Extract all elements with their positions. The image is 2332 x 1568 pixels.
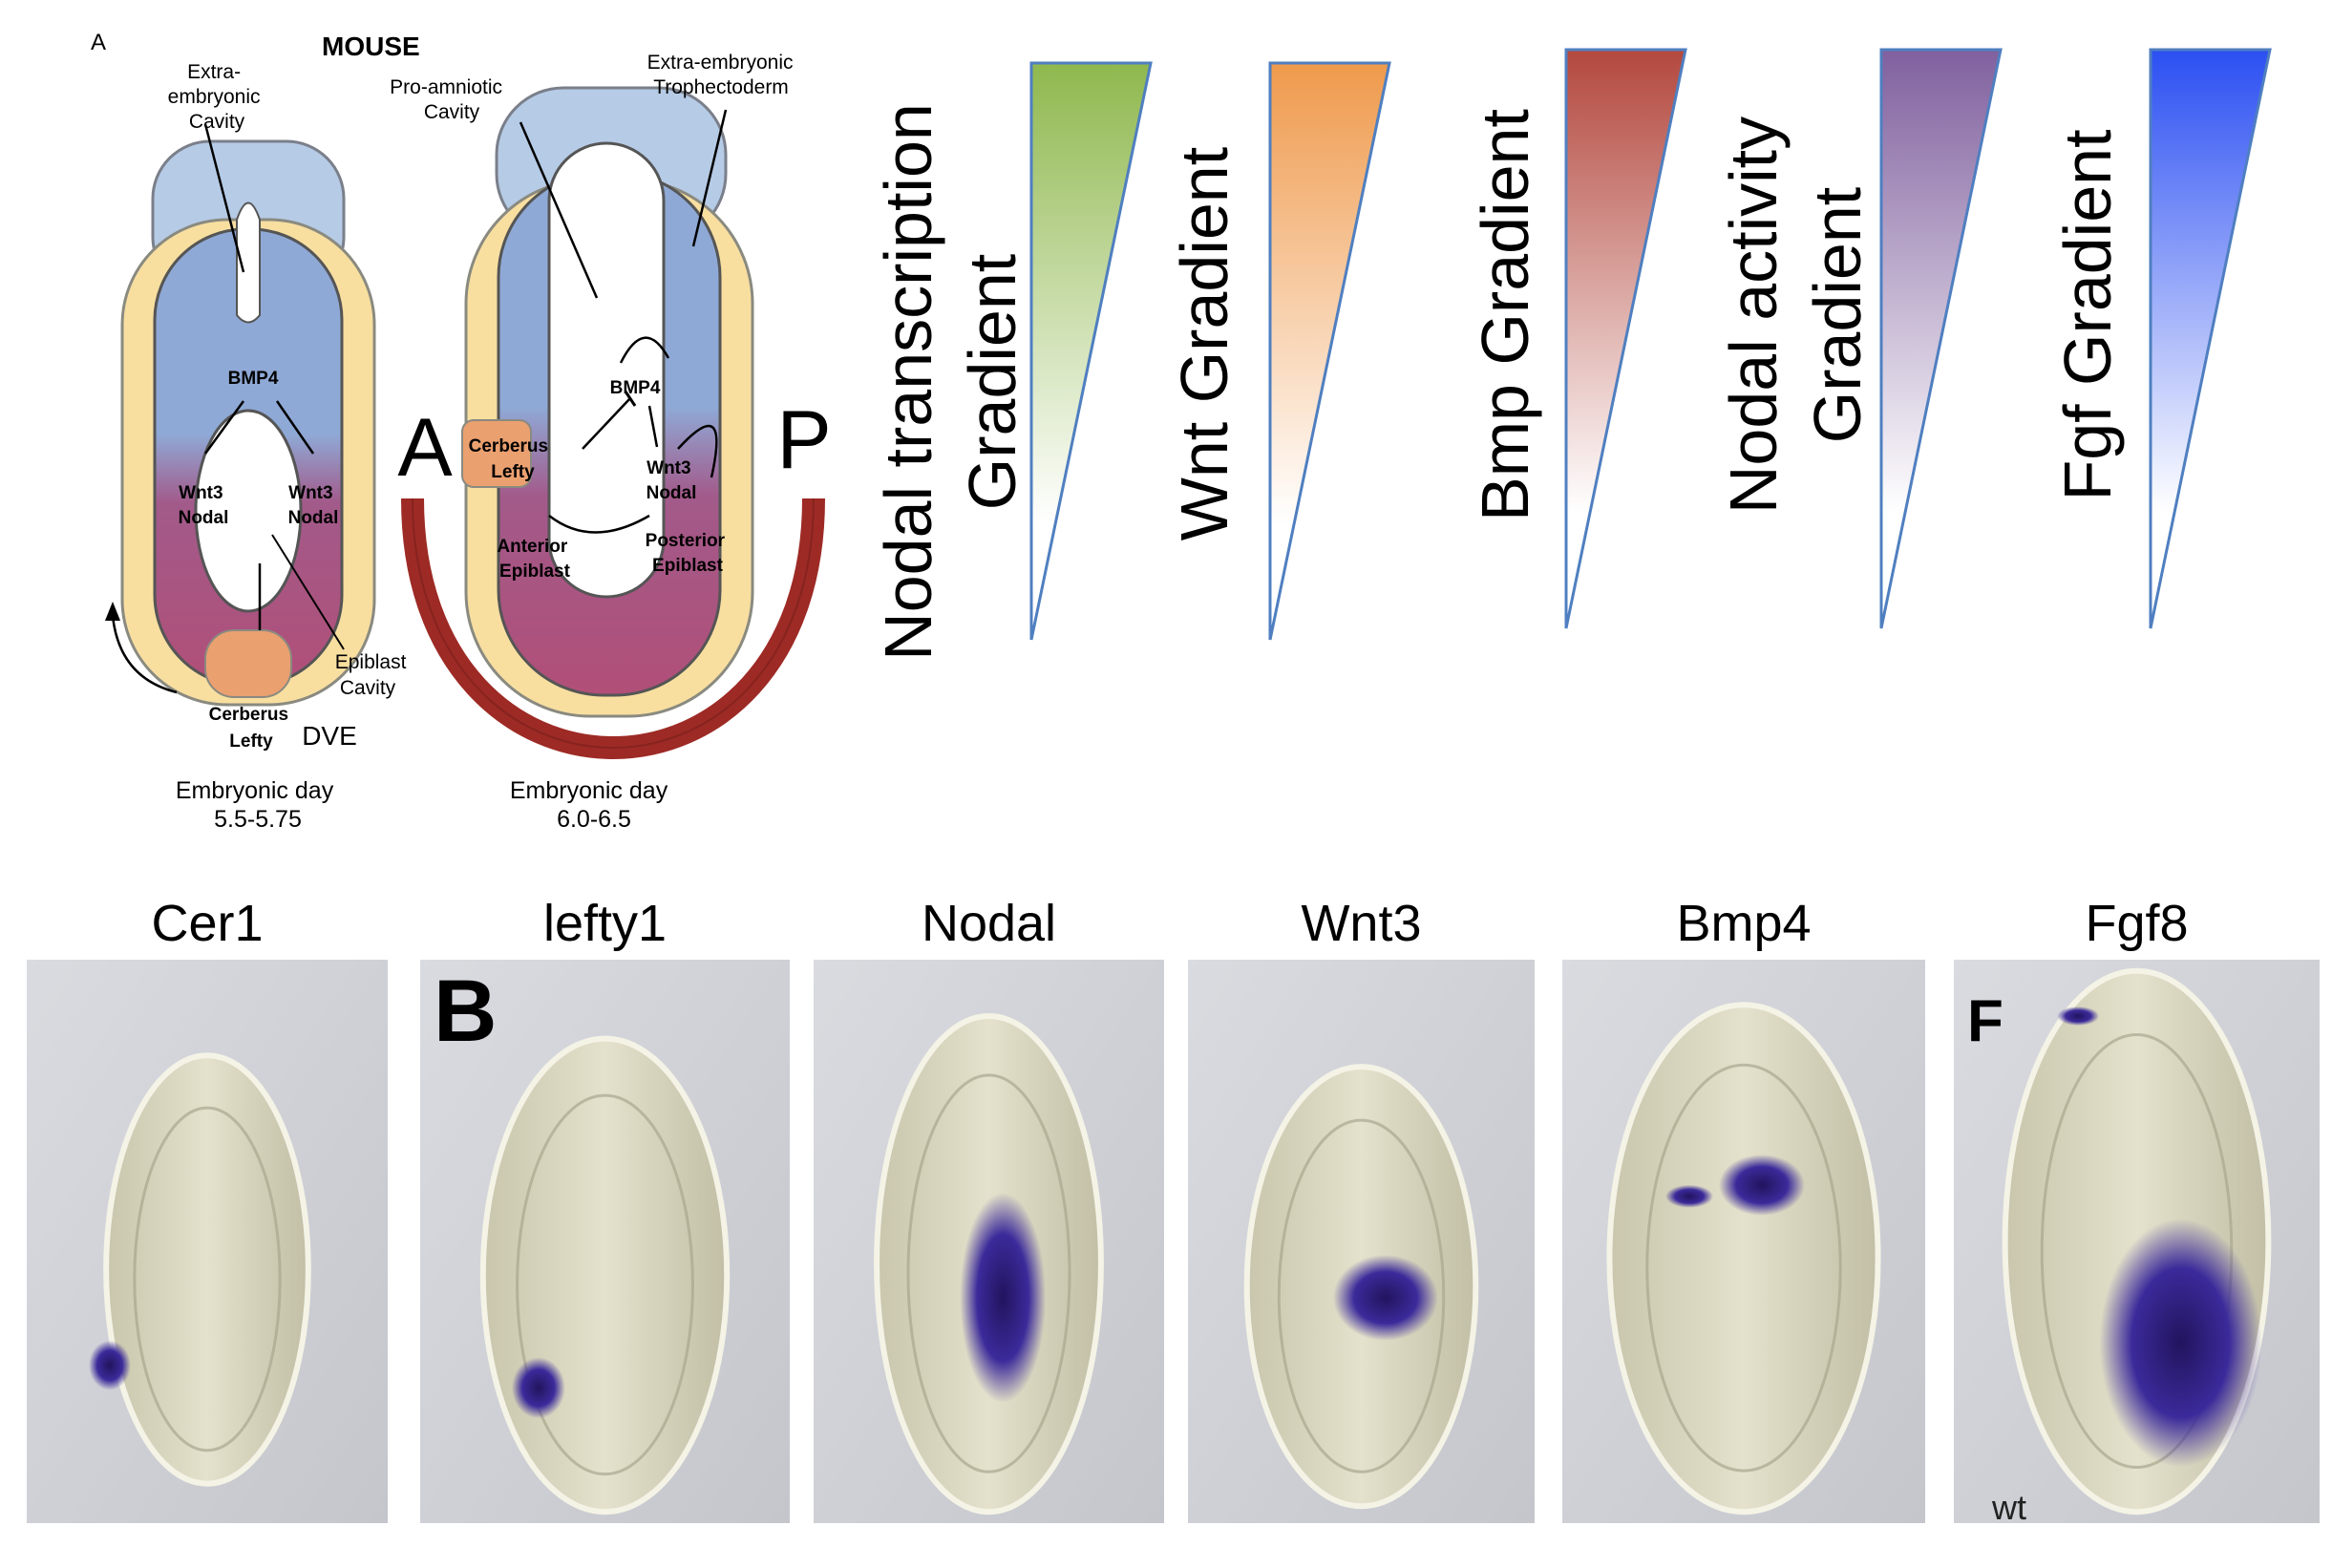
embryo-diagram-panel: A MOUSE Extra- embryonic Cavity BMP4 — [91, 30, 832, 833]
in-situ-photo: Bmp4 — [1562, 895, 1925, 1523]
photo-panel-letter: F — [1967, 988, 2003, 1054]
photo-title: Cer1 — [151, 895, 263, 952]
gradient-wedge-group: Fgf Gradient — [2050, 48, 2272, 629]
label-early-cerberus-lefty: Cerberus Lefty — [209, 705, 294, 752]
expression-stain — [1719, 1155, 1805, 1216]
early-epiblast-cavity — [194, 409, 303, 613]
label-late-cerberus-lefty: Cerberus Lefty — [469, 436, 554, 482]
photo-title: Bmp4 — [1676, 895, 1811, 952]
late-proamniotic-cavity — [547, 141, 666, 599]
photo-title: Fgf8 — [2085, 895, 2188, 952]
label-early-wnt3-nodal-left: Wnt3 Nodal — [179, 483, 229, 528]
panel-label-a: A — [91, 30, 106, 55]
embryo-specimen — [1606, 1002, 1881, 1515]
expression-stain — [2099, 1218, 2262, 1468]
expression-stain — [511, 1357, 565, 1419]
label-trophectoderm: Extra-embryonic Trophectoderm — [647, 52, 799, 98]
axis-label-posterior: P — [776, 394, 831, 486]
label-late-stage: Embryonic day 6.0-6.5 — [510, 777, 674, 833]
expression-stain — [88, 1340, 131, 1390]
early-extraembryonic-cavity — [236, 201, 261, 324]
late-ave — [461, 419, 532, 488]
label-early-stage: Embryonic day 5.5-5.75 — [176, 777, 340, 833]
early-embryo: Extra- embryonic Cavity BMP4 Wnt3 Nodal … — [105, 61, 413, 833]
in-situ-photo: Nodal — [814, 895, 1164, 1523]
photo-panel-letter: B — [434, 963, 497, 1060]
embryo-specimen — [479, 1035, 731, 1515]
gradient-wedge — [1879, 48, 2003, 629]
label-extraembryonic-cavity: Extra- embryonic Cavity — [168, 61, 266, 133]
label-late-wnt3-nodal: Wnt3 Nodal — [647, 458, 697, 503]
early-dve — [204, 629, 292, 698]
embryo-inner-layer — [906, 1073, 1071, 1473]
label-posterior-epiblast: Posterior Epiblast — [646, 531, 731, 576]
label-late-bmp4: BMP4 — [610, 378, 661, 398]
in-situ-photo: Wnt3 — [1188, 895, 1535, 1523]
axis-label-anterior: A — [397, 402, 453, 494]
gradient-label: Fgf Gradient — [2050, 129, 2125, 500]
label-early-wnt3-nodal-right: Wnt3 Nodal — [288, 483, 339, 528]
label-dve: DVE — [302, 721, 357, 751]
embryo-inner-layer — [133, 1106, 282, 1452]
late-embryo: Pro-amniotic Cavity Extra-embryonic Trop… — [390, 52, 799, 718]
label-epiblast-cavity: Epiblast Cavity — [335, 651, 413, 699]
label-proamniotic-cavity: Pro-amniotic Cavity — [390, 76, 508, 123]
photo-title: Wnt3 — [1301, 895, 1421, 952]
gradient-wedge — [1564, 48, 1687, 629]
expression-stain — [1332, 1255, 1438, 1341]
gradient-label: Wnt Gradient — [1167, 147, 1241, 540]
embryo-inner-layer — [516, 1093, 694, 1476]
species-title: MOUSE — [322, 32, 420, 61]
gradient-wedge — [1268, 61, 1391, 641]
label-anterior-epiblast: Anterior Epiblast — [497, 537, 572, 582]
embryo-inner-layer — [1277, 1118, 1446, 1473]
gradient-wedge-group: Wnt Gradient — [1167, 61, 1391, 641]
label-early-bmp4: BMP4 — [228, 369, 279, 389]
gradient-wedge — [1029, 61, 1153, 641]
gradient-wedge-group: Bmp Gradient — [1468, 48, 1687, 629]
expression-stain — [960, 1193, 1047, 1403]
embryo-inner-layer — [1645, 1063, 1842, 1473]
photo-title: lefty1 — [543, 895, 667, 952]
gradient-wedge — [2149, 48, 2272, 629]
expression-stain — [2057, 1006, 2100, 1026]
photo-footer: wt — [1991, 1488, 2026, 1527]
expression-stain — [1665, 1184, 1713, 1208]
gradient-label: Bmp Gradient — [1468, 109, 1542, 521]
in-situ-photo: Cer1 — [27, 895, 388, 1523]
anterior-posterior-arc — [401, 498, 825, 759]
embryo-specimen — [103, 1052, 311, 1487]
photo-title: Nodal — [922, 895, 1056, 952]
